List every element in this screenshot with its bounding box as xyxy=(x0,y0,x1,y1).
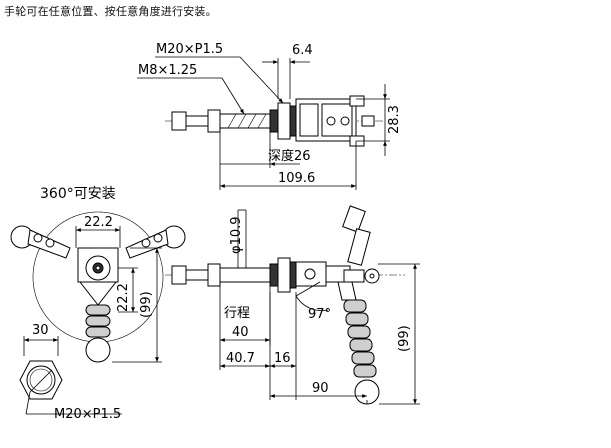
nut-view: 30 M20×P1.5 xyxy=(19,323,122,422)
mounting-nut xyxy=(277,102,291,140)
dim-22-2-vertical: 22.2 xyxy=(116,283,131,312)
side-view: 360°可安装 22.2 xyxy=(10,186,186,363)
nut-thread-label: M20×P1.5 xyxy=(54,407,121,422)
dim-90: 90 xyxy=(312,381,329,396)
handle-main xyxy=(337,281,380,405)
dim-16: 16 xyxy=(274,351,291,366)
caption-text: 手轮可在任意位置、按任意角度进行安装。 xyxy=(4,5,217,18)
handle-bottom xyxy=(85,304,111,363)
stroke-value: 40 xyxy=(232,325,249,340)
thread-m20-label: M20×P1.5 xyxy=(156,42,223,57)
dim-phi-10-9: φ10.9 xyxy=(229,216,244,254)
main-view: φ10.9 97° 行程 40 40.7 16 90 (99) xyxy=(165,205,420,405)
stroke-label: 行程 xyxy=(224,306,250,321)
dim-99-main: (99) xyxy=(397,325,412,352)
dim-99-side: (99) xyxy=(139,291,154,318)
top-view: 6.4 M20×P1.5 M8×1.25 28.3 深度26 109.6 xyxy=(137,42,402,190)
rod-end-nut xyxy=(171,111,187,131)
dim-22-2-horizontal: 22.2 xyxy=(84,215,113,230)
handle-left xyxy=(10,225,71,259)
dim-109-6: 109.6 xyxy=(278,171,315,186)
dim-6-4: 6.4 xyxy=(292,43,313,58)
lock-nut xyxy=(207,109,221,133)
handle-phantom xyxy=(342,205,371,266)
dim-28-3: 28.3 xyxy=(387,105,402,134)
install-360-label: 360°可安装 xyxy=(40,186,116,202)
handle-right xyxy=(125,225,186,259)
dim-40-7: 40.7 xyxy=(226,351,255,366)
dim-30: 30 xyxy=(32,323,49,338)
thread-m8-label: M8×1.25 xyxy=(138,63,197,78)
angle-97: 97° xyxy=(308,307,331,322)
dim-depth-26: 深度26 xyxy=(268,148,311,164)
